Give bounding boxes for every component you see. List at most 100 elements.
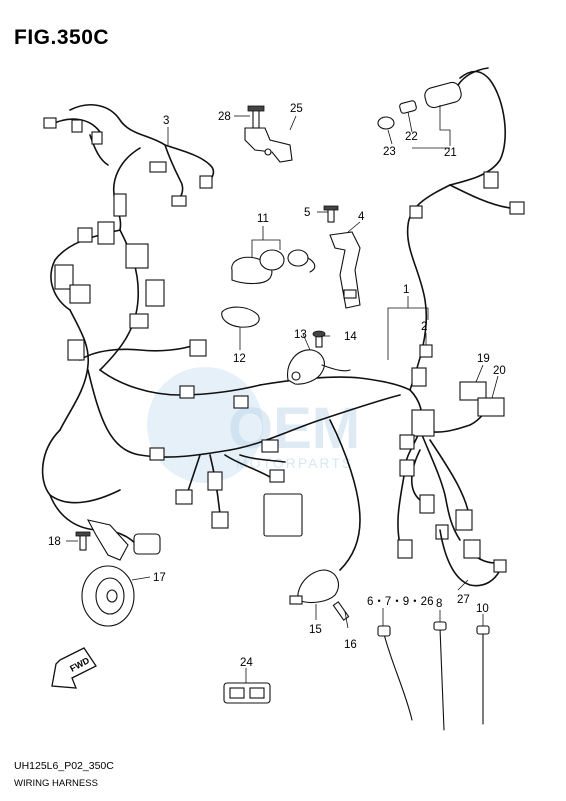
watermark-text: OEM [228, 396, 360, 461]
connector [199, 175, 213, 189]
part-label-1: 1 [403, 284, 409, 296]
connector [463, 539, 481, 559]
fwd-arrow: FWD [51, 647, 97, 689]
pad-12 [221, 306, 260, 328]
connector [133, 533, 161, 555]
watermark: OEM MOTORPARTS [147, 367, 360, 483]
tie-8 [433, 621, 447, 631]
tie-10 [476, 625, 490, 635]
part-label-17: 17 [153, 572, 166, 584]
harness-upper-left [43, 104, 215, 231]
cable-ties [377, 621, 490, 731]
part-label-16: 16 [344, 639, 357, 651]
part-label-11: 11 [257, 213, 269, 225]
connector [71, 119, 83, 133]
connector [175, 489, 193, 505]
connector [67, 339, 85, 361]
harness-27 [439, 529, 507, 587]
connector [171, 195, 187, 207]
harness-right [397, 70, 525, 559]
bracket-4 [329, 231, 361, 309]
connector [149, 161, 167, 173]
connector [411, 409, 435, 437]
sensor-15-group [289, 419, 361, 621]
connector [54, 264, 74, 290]
connector [113, 193, 127, 217]
relay-box [263, 493, 303, 537]
connector [269, 469, 285, 483]
connector [261, 439, 279, 453]
part-label-20: 20 [493, 365, 506, 377]
connector-19 [459, 381, 487, 401]
part-label-5: 5 [304, 207, 310, 219]
bracket-25 [244, 127, 293, 163]
fuse-holder-21 [424, 81, 462, 109]
connector-20 [477, 397, 505, 417]
connector [69, 284, 91, 304]
part-label-28: 28 [218, 111, 231, 123]
bracket-25-group [244, 105, 293, 163]
part-label-8: 8 [436, 598, 442, 610]
fuse-holder-assembly [377, 67, 489, 130]
connector [43, 117, 57, 129]
part-label-10: 10 [476, 603, 489, 615]
bolt-18 [79, 533, 87, 551]
clamp-24 [223, 682, 271, 704]
part-label-2: 2 [421, 321, 427, 333]
part-label-27: 27 [457, 594, 470, 606]
bracket-4-group [323, 205, 361, 309]
connector [77, 227, 93, 243]
tie-6-7-9-26 [377, 625, 391, 637]
part-label-22: 22 [405, 131, 418, 143]
connector [493, 559, 507, 573]
part-label-23: 23 [383, 146, 396, 158]
connector [411, 367, 427, 387]
part-label-25: 25 [290, 103, 303, 115]
connector [397, 539, 413, 559]
sensor-15 [297, 569, 339, 604]
connector [149, 447, 165, 461]
figure-caption: WIRING HARNESS [14, 778, 98, 789]
connector [419, 344, 433, 358]
part-label-3: 3 [163, 115, 169, 127]
socket-11-group [231, 249, 316, 285]
connector [97, 221, 115, 245]
connector [207, 471, 223, 491]
part-label-19: 19 [477, 353, 490, 365]
connector [483, 171, 499, 189]
part-label-13: 13 [294, 329, 307, 341]
connector [399, 459, 415, 477]
part-label-15: 15 [309, 624, 322, 636]
connector [233, 395, 249, 409]
figure-title: FIG.350C [14, 26, 110, 49]
connector [145, 279, 165, 307]
connector [179, 385, 195, 399]
part-label-4: 4 [358, 211, 365, 223]
figure-code: UH125L6_P02_350C [14, 760, 114, 772]
connector [129, 313, 149, 329]
connector [509, 201, 525, 215]
part-label-24: 24 [240, 657, 253, 669]
part-label-12: 12 [233, 353, 246, 365]
connector [409, 205, 423, 219]
part-label-6-7-9-26: 6・7・9・26 [367, 596, 433, 608]
connector [125, 243, 149, 269]
connector [91, 131, 103, 145]
horn-17-group [75, 519, 161, 627]
connector [399, 434, 415, 450]
watermark-subtext: MOTORPARTS [236, 455, 353, 471]
connector [189, 339, 207, 357]
connector [455, 509, 473, 531]
cap-23 [377, 116, 395, 130]
switch-13-group [287, 330, 351, 385]
part-label-21: 21 [444, 147, 457, 159]
part-label-18: 18 [48, 536, 61, 548]
fuse-22 [399, 100, 417, 114]
part-labels: 3 28 25 11 5 4 12 13 14 1 2 19 20 21 22 … [48, 103, 506, 669]
part-label-14: 14 [344, 331, 357, 343]
connector [419, 494, 435, 514]
harness-central-branches [175, 454, 303, 537]
leader-lines [66, 105, 499, 683]
connector [211, 511, 229, 529]
